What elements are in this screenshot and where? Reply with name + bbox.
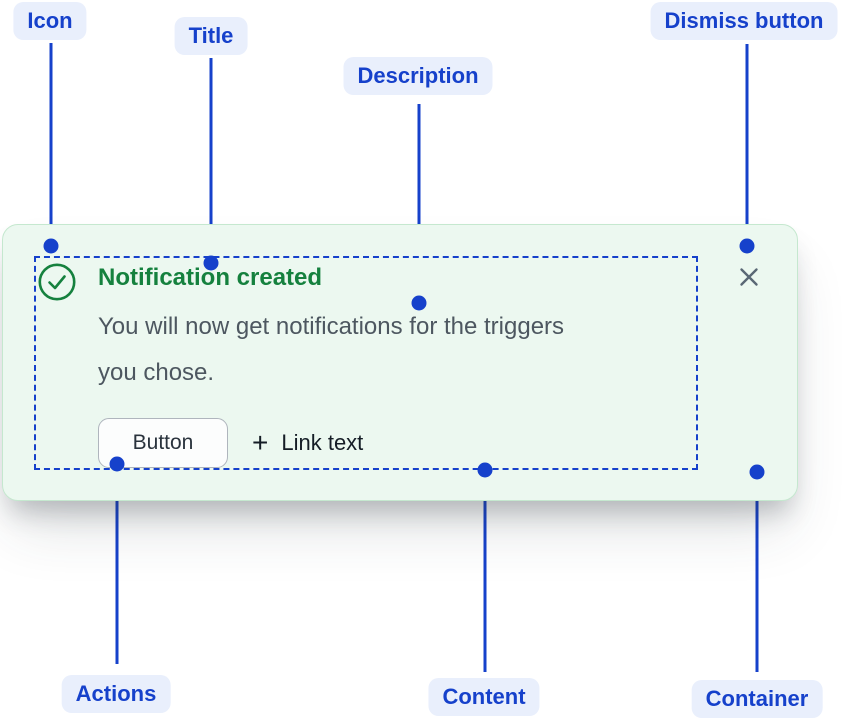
actions-connector-dot bbox=[109, 456, 125, 472]
annotation-label-content: Content bbox=[428, 678, 540, 716]
annotation-label-dismiss-button: Dismiss button bbox=[650, 2, 838, 40]
icon-connector-dot bbox=[43, 238, 59, 254]
container-connector-line bbox=[755, 472, 759, 672]
dismiss-connector-line bbox=[745, 44, 749, 239]
dismiss-button[interactable] bbox=[735, 264, 763, 292]
content-connector-line bbox=[483, 470, 487, 672]
action-link-label: Link text bbox=[281, 430, 364, 455]
notification-description: You will now get notifications for the t… bbox=[98, 304, 564, 396]
description-line: you chose. bbox=[98, 359, 215, 386]
dismiss-connector-dot bbox=[739, 238, 755, 254]
icon-connector-line bbox=[49, 43, 53, 239]
annotation-label-description: Description bbox=[343, 57, 493, 95]
success-check-circle-icon bbox=[38, 263, 76, 301]
container-connector-dot bbox=[749, 464, 765, 480]
annotation-label-icon: Icon bbox=[13, 2, 87, 40]
actions-connector-line bbox=[115, 464, 119, 664]
plus-icon: + bbox=[252, 427, 269, 458]
action-button[interactable]: Button bbox=[98, 418, 228, 468]
title-connector-dot bbox=[203, 255, 219, 271]
annotation-label-actions: Actions bbox=[61, 675, 171, 713]
notification-content-area: Notification created You will now get no… bbox=[34, 256, 698, 470]
title-connector-line bbox=[209, 58, 213, 256]
description-connector-line bbox=[417, 104, 421, 296]
action-link[interactable]: + Link text bbox=[252, 427, 364, 458]
notification-actions: Button + Link text bbox=[98, 418, 363, 468]
notification-container: Notification created You will now get no… bbox=[2, 224, 798, 501]
annotation-label-container: Container bbox=[691, 680, 823, 718]
content-connector-dot bbox=[477, 462, 493, 478]
close-icon bbox=[736, 264, 762, 293]
description-connector-dot bbox=[411, 295, 427, 311]
annotation-label-title: Title bbox=[174, 17, 248, 55]
description-line: You will now get notifications for the t… bbox=[98, 313, 565, 340]
